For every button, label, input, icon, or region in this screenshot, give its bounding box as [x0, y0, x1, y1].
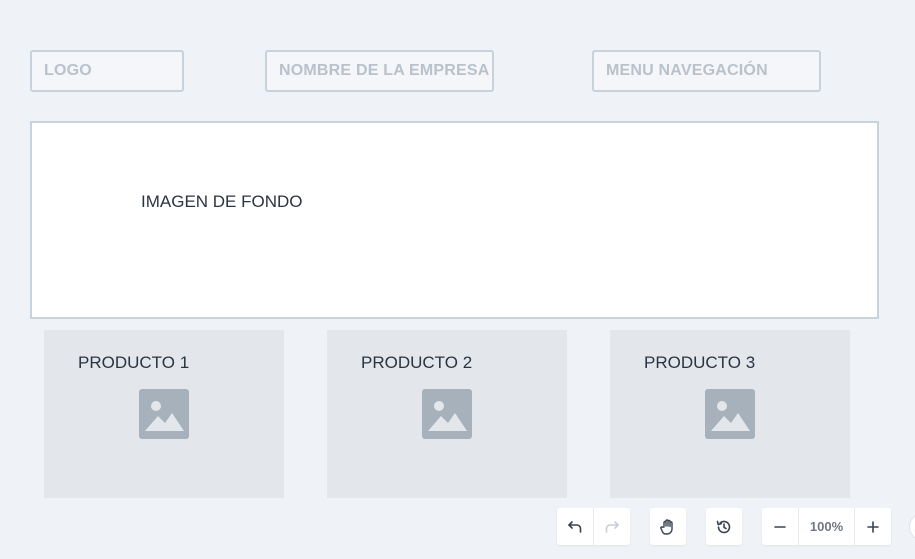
image-placeholder-icon [422, 389, 472, 439]
zoom-controls: 100% [762, 508, 891, 545]
undo-button[interactable] [557, 508, 593, 545]
logo-label: LOGO [44, 62, 92, 79]
company-name-label: NOMBRE DE LA EMPRESA [279, 62, 490, 79]
zoom-out-button[interactable] [762, 508, 798, 545]
history-button[interactable] [706, 508, 742, 545]
hand-icon [660, 518, 673, 535]
company-name-placeholder[interactable]: NOMBRE DE LA EMPRESA [265, 50, 494, 92]
image-placeholder-icon [705, 389, 755, 439]
product-card-1[interactable]: PRODUCTO 1 [44, 330, 284, 498]
logo-placeholder[interactable]: LOGO [30, 50, 184, 92]
undo-redo-group [557, 508, 630, 545]
product-card-2[interactable]: PRODUCTO 2 [327, 330, 567, 498]
history-icon [716, 520, 731, 533]
zoom-out-icon [774, 525, 786, 528]
history-group [706, 508, 742, 545]
product-title: PRODUCTO 3 [644, 353, 756, 372]
image-placeholder-icon [139, 389, 189, 439]
undo-icon [568, 520, 582, 533]
help-button-partial[interactable] [909, 513, 915, 541]
hero-background-image-block[interactable]: IMAGEN DE FONDO [30, 121, 879, 319]
zoom-in-button[interactable] [855, 508, 891, 545]
redo-icon [605, 520, 619, 533]
navigation-menu-placeholder[interactable]: MENU NAVEGACIÓN [592, 50, 821, 92]
product-title: PRODUCTO 1 [78, 353, 190, 372]
zoom-level: 100% [798, 508, 855, 545]
product-card-3[interactable]: PRODUCTO 3 [610, 330, 850, 498]
pan-tool-button[interactable] [650, 508, 686, 545]
redo-button[interactable] [593, 508, 629, 545]
zoom-in-icon [867, 520, 879, 533]
hero-label: IMAGEN DE FONDO [141, 192, 303, 211]
navigation-menu-label: MENU NAVEGACIÓN [606, 62, 768, 79]
product-title: PRODUCTO 2 [361, 353, 473, 372]
pan-tool-group [650, 508, 686, 545]
